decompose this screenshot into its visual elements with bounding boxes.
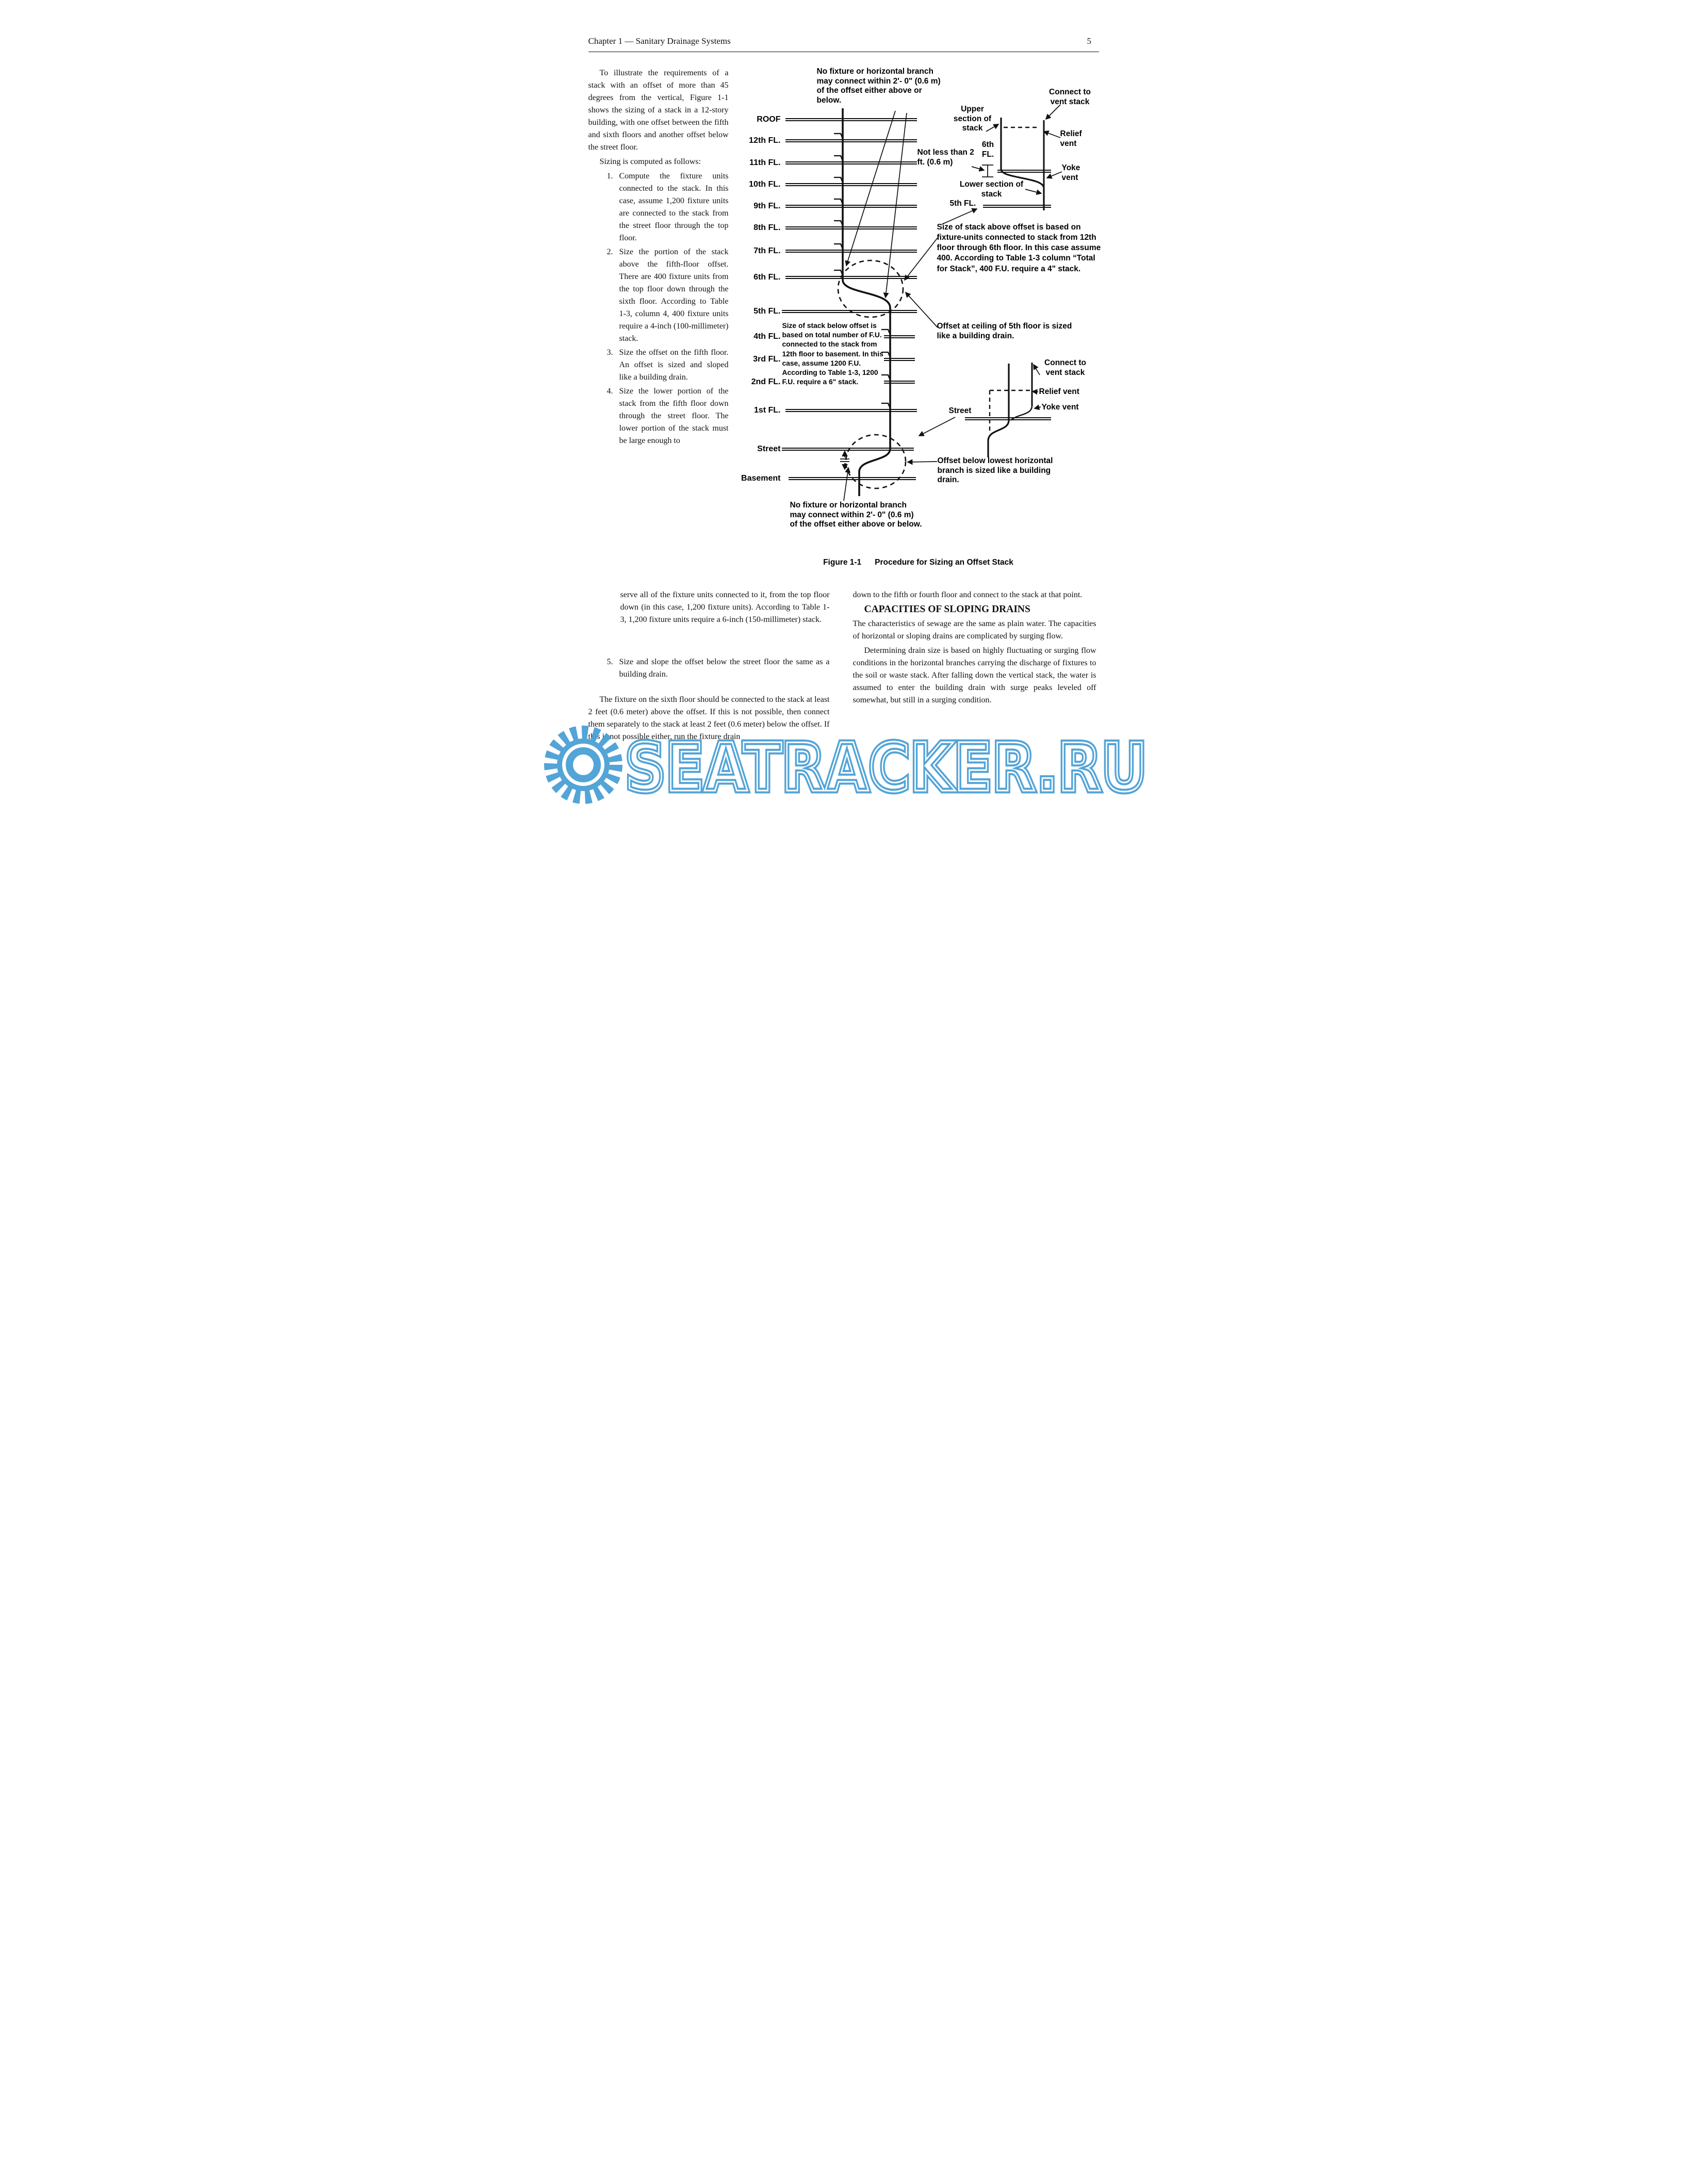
figure-caption-text: Procedure for Sizing an Offset Stack (875, 558, 1013, 567)
annotation-5th-fl: 5th FL. (949, 199, 976, 208)
floor-label: 10th FL. (749, 180, 781, 189)
section-heading: CAPACITIES OF SLOPING DRAINS (864, 604, 1030, 615)
street-dimension (840, 450, 849, 470)
step-text: Size the portion of the stack above the … (619, 248, 729, 343)
floor-label: 1st FL. (753, 406, 781, 415)
fixture-note-paragraph: The fixture on the sixth floor should be… (588, 694, 830, 745)
floor-label: 5th FL. (753, 307, 781, 316)
annotation-offset-ceiling: Offset at ceiling of 5th floor is sized … (937, 322, 1072, 340)
sizing-intro: Sizing is computed as follows: (599, 157, 701, 166)
floor-label: 3rd FL. (753, 355, 781, 364)
leader-arrows (843, 104, 1062, 501)
sizing-step: 3. Size the offset on the fifth floor. A… (588, 347, 729, 384)
annotation-yoke-vent-bottom: Yoke vent (1041, 403, 1079, 412)
annotation-no-fixture-top: No fixture or horizontal branch may conn… (816, 67, 941, 105)
step-number: 3. (607, 348, 613, 357)
annotation-relief-vent-bottom: Relief vent (1039, 387, 1079, 396)
annotation-connect-vent-top: Connect to vent stack (1049, 88, 1091, 106)
drain-size-paragraph: Determining drain size is based on highl… (853, 646, 1096, 704)
step-text: Compute the fixture units connected to t… (619, 172, 729, 242)
annotation-street: Street (948, 406, 972, 415)
step-number: 1. (607, 172, 613, 180)
floor-label: Street (757, 445, 781, 453)
floor-lines (781, 118, 917, 480)
step-number: 4. (607, 387, 613, 396)
step-text: Size the lower portion of the stack from… (619, 387, 729, 445)
step-text: Size and slope the offset below the stre… (619, 658, 830, 679)
floor-label: 6th FL. (753, 273, 781, 282)
intro-paragraph: To illustrate the requirements of a stac… (588, 69, 729, 152)
floor-label: 7th FL. (753, 247, 781, 255)
annotation-not-less-than: Not less than 2 ft. (0.6 m) (917, 148, 974, 167)
inset-lower (964, 363, 1051, 457)
left-column: To illustrate the requirements of a stac… (588, 67, 729, 449)
floor-label: ROOF (757, 115, 781, 124)
chapter-title: Chapter 1 — Sanitary Drainage Systems (588, 36, 731, 46)
continuation-paragraph: down to the fifth or fourth floor and co… (853, 590, 1083, 599)
floor-label: Basement (741, 474, 781, 483)
annotation-yoke-vent-top: Yoke vent (1061, 163, 1080, 182)
step-4-continued: serve all of the fixture units connected… (620, 590, 830, 624)
floor-label: 12th FL. (749, 136, 781, 145)
branch-ticks (833, 133, 891, 409)
annotation-lower-section: Lower section of stack (959, 180, 1024, 199)
step-number: 5. (607, 658, 613, 666)
figure-caption: Figure 1-1 Procedure for Sizing an Offset… (730, 558, 1107, 567)
annotation-size-below: Size of stack below offset is based on t… (782, 322, 883, 386)
figure-caption-label: Figure 1-1 (823, 558, 862, 567)
sizing-step: 1. Compute the fixture units connected t… (588, 170, 729, 244)
annotation-6th-fl: 6th FL. (981, 140, 994, 159)
offset-circle-lower (845, 434, 906, 489)
floor-label: 2nd FL. (751, 377, 781, 386)
main-stack (841, 108, 891, 496)
annotation-relief-vent-top: Relief vent (1060, 129, 1082, 148)
sizing-step: 4. Size the lower portion of the stack f… (588, 385, 729, 447)
annotation-size-above: Size of stack above offset is based on f… (937, 223, 1101, 273)
sizing-step: 2. Size the portion of the stack above t… (588, 246, 729, 345)
step-text: Size the offset on the fifth floor. An o… (619, 348, 729, 382)
floor-label: 4th FL. (753, 332, 781, 341)
page-number: 5 (1087, 36, 1092, 46)
annotation-connect-vent-bottom: Connect to vent stack (1044, 358, 1086, 377)
book-page: Chapter 1 — Sanitary Drainage Systems 5 … (529, 0, 1159, 815)
fixture-note-text: The fixture on the sixth floor should be… (588, 695, 830, 741)
floor-label: 11th FL. (749, 158, 781, 167)
stack-diagram (781, 104, 1062, 501)
offset-circle-upper (837, 259, 904, 318)
annotation-upper-section: Upper section of stack (953, 105, 992, 133)
inset-upper (981, 118, 1051, 210)
annotation-offset-below: Offset below lowest horizontal branch is… (937, 456, 1053, 485)
right-column: down to the fifth or fourth floor and co… (853, 589, 1096, 709)
floor-label: 9th FL. (753, 202, 781, 210)
sewage-paragraph: The characteristics of sewage are the sa… (853, 619, 1096, 641)
sizing-step-5: 5. Size and slope the offset below the s… (588, 656, 830, 682)
annotation-no-fixture-bottom: No fixture or horizontal branch may conn… (790, 501, 922, 529)
floor-label: 8th FL. (753, 223, 781, 232)
step-number: 2. (607, 248, 613, 256)
